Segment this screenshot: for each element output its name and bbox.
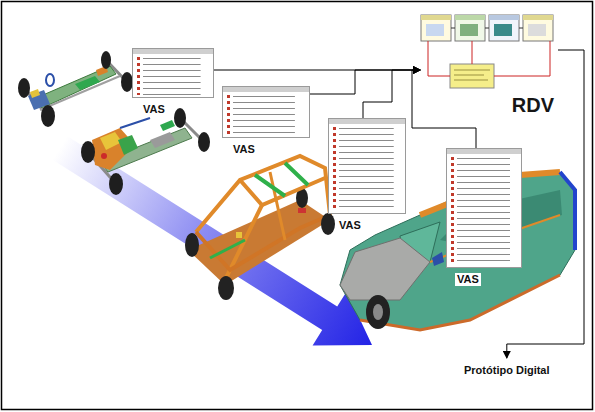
panel-heading: VAS: [337, 219, 363, 232]
vas-panel: VAS: [222, 86, 310, 138]
rdv-box: RDV: [420, 14, 558, 118]
body-shell-figure: [185, 156, 335, 300]
panel-heading: VAS: [455, 273, 481, 286]
panel-heading: VAS: [231, 143, 257, 156]
vas-panel: VAS: [446, 148, 522, 268]
powertrain-figure: [81, 108, 210, 195]
flow-connector: [363, 70, 420, 118]
vas-panel: VAS: [328, 118, 406, 214]
node-label: Protótipo Digital: [462, 363, 552, 377]
box-title: RDV: [512, 94, 558, 116]
flow-connector: [310, 70, 420, 94]
output-node: Protótipo Digital: [462, 360, 552, 378]
chassis-figure: [18, 51, 133, 127]
progress-arrow: [53, 136, 373, 345]
panel-heading: VAS: [141, 103, 167, 116]
flow-connector: [412, 70, 476, 148]
vas-panel: VAS: [132, 48, 214, 98]
